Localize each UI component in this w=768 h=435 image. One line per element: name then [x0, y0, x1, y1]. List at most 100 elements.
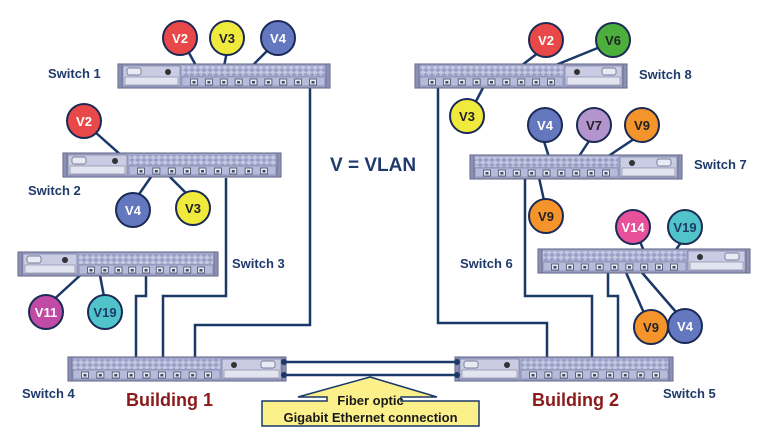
port — [249, 78, 258, 86]
vlan-bubble-v11-s3: V11 — [28, 294, 64, 330]
port — [547, 78, 555, 86]
port — [219, 78, 228, 86]
switch-ports — [87, 266, 205, 274]
switch-4 — [67, 356, 287, 382]
port — [512, 169, 521, 177]
cable-switch3-to-switch4 — [134, 272, 148, 365]
vlan-bubble-v9-s7: V9 — [528, 198, 564, 234]
port — [198, 167, 207, 175]
port — [587, 169, 596, 177]
vlan-label: V4 — [270, 31, 287, 46]
uplink-cables — [134, 87, 620, 377]
port — [294, 78, 303, 86]
vlan-circle — [615, 209, 651, 245]
port — [595, 263, 604, 271]
vlan-circle — [528, 22, 564, 58]
switch-control-panel — [122, 65, 181, 87]
port — [204, 78, 213, 86]
port — [142, 266, 150, 274]
vlan-bubble-v2-s2: V2 — [66, 103, 102, 139]
vlan-label: V3 — [219, 31, 235, 46]
vlan-label: V6 — [605, 33, 621, 48]
port — [472, 78, 481, 86]
switch-ports — [483, 169, 610, 177]
port — [142, 371, 151, 379]
vlan-circle — [528, 198, 564, 234]
switch-2-label: Switch 2 — [28, 183, 81, 198]
port — [96, 371, 105, 379]
port — [100, 266, 109, 274]
port — [442, 78, 451, 86]
vlan-bubble-v4-s2: V4 — [115, 192, 151, 228]
vlan-bubble-v9-s6: V9 — [633, 309, 669, 345]
callout-text: Fiber optic Gigabit Ethernet connection — [262, 392, 479, 426]
legend-vlan: V = VLAN — [330, 155, 417, 176]
port — [640, 263, 649, 271]
fiber-callout — [261, 376, 480, 427]
port — [114, 266, 123, 274]
switch-control-panel — [459, 358, 520, 380]
cable-switch1-to-switch4 — [193, 87, 312, 365]
port — [565, 263, 574, 271]
port — [602, 169, 610, 177]
port — [428, 78, 436, 86]
port — [670, 263, 678, 271]
vlan-circle — [527, 107, 563, 143]
port — [155, 266, 164, 274]
vlan-label: V2 — [76, 114, 92, 129]
switch-ports — [428, 78, 555, 86]
switches — [17, 63, 751, 382]
port — [636, 371, 645, 379]
port — [183, 266, 192, 274]
port — [487, 78, 496, 86]
vlan-label: V3 — [459, 109, 475, 124]
port — [559, 371, 568, 379]
port — [621, 371, 630, 379]
vlan-label: V7 — [586, 118, 602, 133]
port — [204, 371, 212, 379]
building-1-label: Building 1 — [126, 390, 213, 410]
port — [625, 263, 634, 271]
port — [213, 167, 222, 175]
port — [497, 169, 506, 177]
vlan-bubble-v2-s1: V2 — [162, 20, 198, 56]
port — [309, 78, 317, 86]
port — [183, 167, 192, 175]
port — [655, 263, 664, 271]
port — [529, 371, 537, 379]
vlan-circle — [87, 294, 123, 330]
cable-switch7-to-switch5 — [523, 178, 594, 365]
port — [167, 167, 176, 175]
port — [128, 266, 137, 274]
vlan-label: V4 — [537, 118, 554, 133]
switch-ports — [529, 371, 660, 379]
vlan-label: V3 — [185, 201, 201, 216]
vlan-bubble-v4-s6: V4 — [667, 308, 703, 344]
switch-8-label: Switch 8 — [639, 67, 692, 82]
vlan-bubble-v3-s8: V3 — [449, 98, 485, 134]
vlan-label: V11 — [35, 305, 57, 320]
port — [610, 263, 619, 271]
port — [169, 266, 178, 274]
port — [457, 78, 466, 86]
callout-line-1: Fiber optic — [337, 393, 404, 408]
vlan-circle — [667, 308, 703, 344]
vlan-label: V2 — [172, 31, 188, 46]
vlan-bubble-v3-s1: V3 — [209, 20, 245, 56]
vlan-circle — [260, 20, 296, 56]
vlan-bubble-v3-s2: V3 — [175, 190, 211, 226]
switch-ports — [137, 167, 268, 175]
port — [81, 371, 89, 379]
vlan-circle — [162, 20, 198, 56]
port — [157, 371, 166, 379]
port — [264, 78, 273, 86]
switch-ports — [551, 263, 678, 271]
switch-control-panel — [67, 154, 128, 176]
switch-control-panel — [619, 156, 678, 178]
port — [127, 371, 136, 379]
switch-3-label: Switch 3 — [232, 256, 285, 271]
port — [517, 78, 526, 86]
vlan-label: V2 — [538, 33, 554, 48]
vlan-bubble-v4-s7: V4 — [527, 107, 563, 143]
